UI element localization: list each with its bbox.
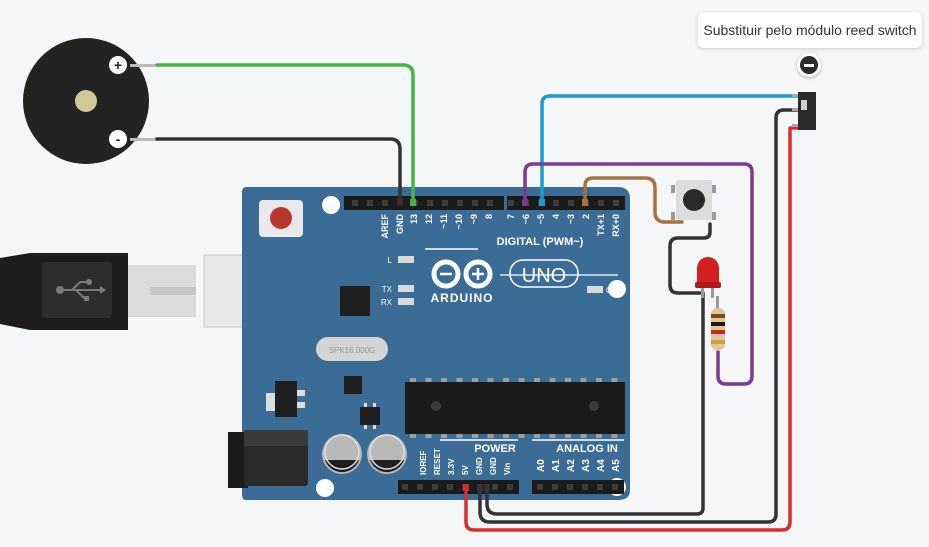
- uno-label: UNO: [522, 265, 566, 287]
- sot-chip: [360, 403, 380, 429]
- analog-pin-label: A1: [551, 459, 562, 472]
- digital-pin-label: ~5: [536, 214, 546, 224]
- digital-pin-label: 8: [484, 214, 494, 219]
- resistor[interactable]: [711, 296, 725, 350]
- usb-icon: [56, 279, 106, 301]
- led-tx-label: TX: [382, 285, 393, 294]
- digital-pin-label: TX+1: [596, 214, 606, 236]
- wire-ground-led[interactable]: [485, 222, 712, 516]
- wire-reed-signal[interactable]: [540, 94, 800, 205]
- digital-label: DIGITAL (PWM~): [497, 236, 584, 248]
- crystal-label: SPK16.000G: [329, 346, 376, 355]
- small-chip: [344, 376, 362, 394]
- led-rx-label: RX: [381, 298, 393, 307]
- wire-connectors: [397, 199, 588, 491]
- digital-pin-label: ~10: [454, 214, 464, 229]
- digital-pin-label: RX+0: [611, 214, 621, 237]
- led-rx: RX: [381, 298, 414, 307]
- led-on-label: ON: [606, 286, 618, 295]
- uno-badge: UNO: [509, 259, 579, 288]
- power-pin-labels: IOREF RESET 3.3V 5V GND GND Vin: [419, 448, 512, 475]
- power-pin-label: GND: [475, 457, 484, 475]
- analog-pin-labels: A0 A1 A2 A3 A4 A5: [536, 459, 622, 472]
- slide-switch[interactable]: [792, 92, 816, 130]
- analog-pin-label: A3: [581, 459, 592, 472]
- buzzer-minus-label: -: [116, 131, 121, 147]
- digital-pin-label: ~11: [439, 214, 449, 229]
- pushbutton[interactable]: [671, 180, 716, 220]
- digital-pin-label: ~3: [566, 214, 576, 224]
- buzzer-plus-label: +: [114, 57, 122, 73]
- power-header: [398, 480, 519, 494]
- led-on: ON: [587, 286, 618, 295]
- power-label: POWER: [474, 443, 516, 455]
- led-l: L: [388, 256, 414, 265]
- analog-pin-label: A2: [566, 459, 577, 472]
- digital-pin-label: ~9: [469, 214, 479, 224]
- analog-header: [532, 480, 624, 494]
- dc-jack: [228, 430, 308, 488]
- power-pin-label: IOREF: [419, 450, 428, 475]
- digital-pin-label: 4: [551, 214, 561, 219]
- digital-pin-labels: AREF GND 13 12 ~11 ~10 ~9 8 7 ~6 ~5 4 ~3 2 TX+1 RX+0: [380, 213, 621, 238]
- digital-pin-label: 7: [506, 214, 516, 219]
- wire-pin6-resistor[interactable]: [523, 162, 754, 386]
- annotation-note: Substituir pelo módulo reed switch: [698, 12, 922, 48]
- buzzer-negative-terminal: [109, 130, 127, 148]
- power-pin-label: 3.3V: [447, 458, 456, 475]
- atmega-chip: [405, 378, 625, 438]
- analog-pin-label: A0: [536, 459, 547, 472]
- analog-label: ANALOG IN: [556, 443, 618, 455]
- digital-pin-label: ~6: [521, 214, 531, 224]
- arduino-logo-icon: [431, 259, 493, 289]
- digital-pin-label: 13: [409, 214, 419, 224]
- power-pin-label: 5V: [461, 465, 470, 475]
- led-tx: TX: [382, 285, 414, 294]
- buzzer-positive-terminal: [109, 56, 127, 74]
- red-led[interactable]: [695, 257, 721, 298]
- digital-pin-label: AREF: [380, 213, 390, 238]
- reset-button[interactable]: [259, 200, 303, 237]
- digital-pin-label: 12: [424, 214, 434, 224]
- power-pin-label: RESET: [433, 448, 442, 475]
- wire-reed-ground[interactable]: [478, 108, 800, 524]
- crystal: SPK16.000G: [316, 337, 388, 361]
- led-l-label: L: [388, 256, 393, 265]
- wire-buzzer-positive[interactable]: [155, 63, 415, 205]
- digital-pin-label: 2: [581, 214, 591, 219]
- wire-pushbutton[interactable]: [583, 176, 684, 224]
- wire-reed-5v[interactable]: [464, 126, 812, 532]
- logo-symbols: [440, 268, 484, 280]
- analog-pin-label: A4: [596, 459, 607, 472]
- voltage-regulator: [266, 381, 305, 417]
- wire-buzzer-negative[interactable]: [155, 137, 402, 205]
- brand-label: ARDUINO: [431, 291, 494, 305]
- power-pin-label: Vin: [503, 463, 512, 475]
- analog-pin-label: A5: [611, 459, 622, 472]
- capacitor-2: [367, 434, 407, 474]
- capacitor-1: [322, 434, 362, 474]
- collapse-note-button[interactable]: [797, 53, 821, 77]
- piezo-buzzer[interactable]: + -: [23, 38, 156, 164]
- power-pin-label: GND: [489, 457, 498, 475]
- usb-controller-chip: [340, 286, 370, 316]
- digital-pin-label: GND: [395, 214, 405, 235]
